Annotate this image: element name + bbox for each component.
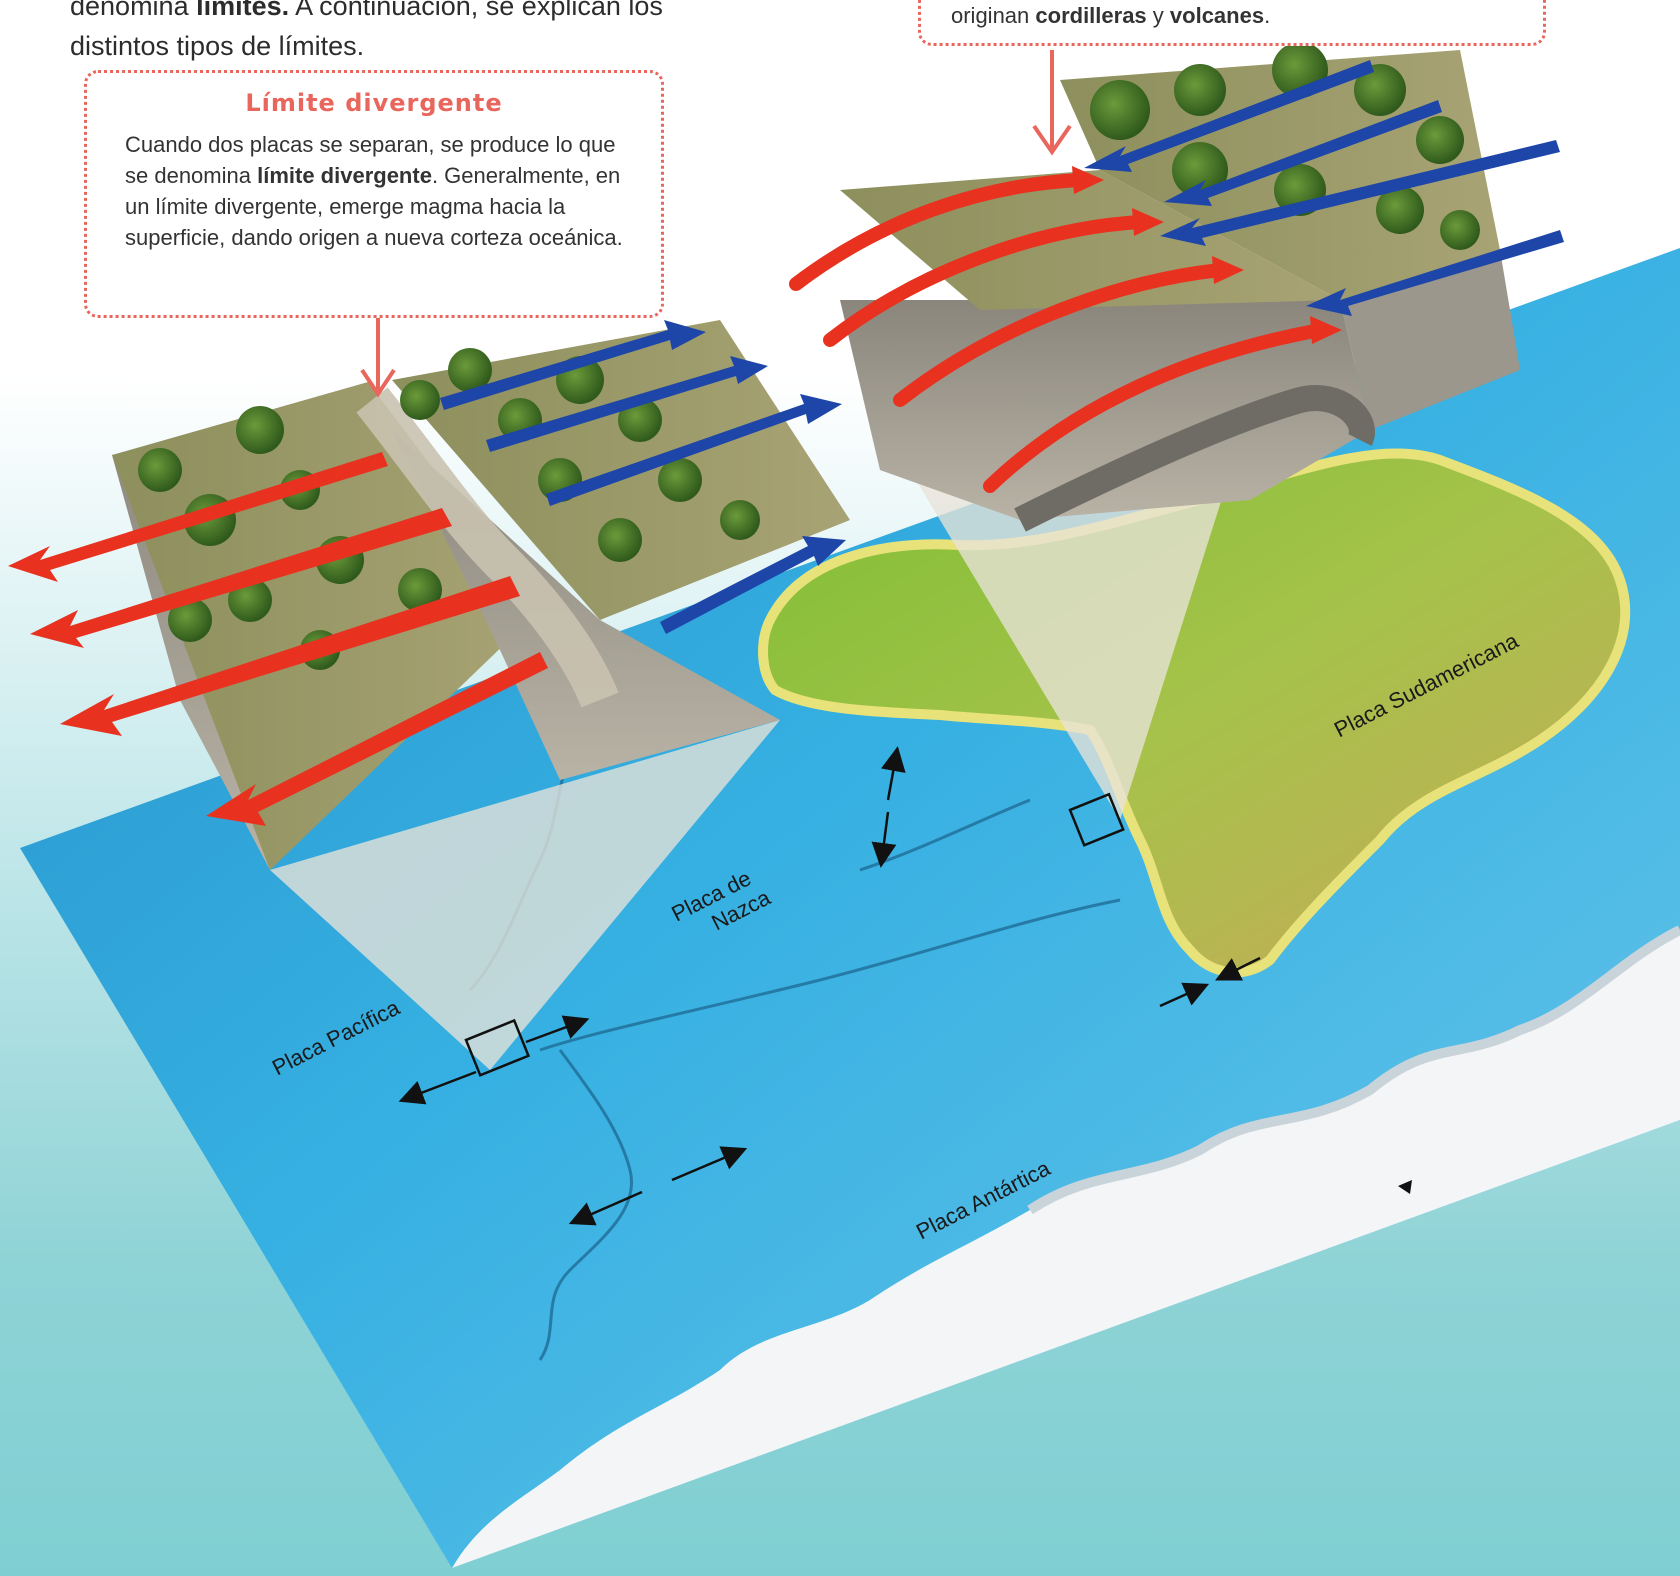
convergent-red-arrowheads [1072,166,1342,344]
arrow-pacific-west [398,1070,477,1105]
projection-divergent [270,720,780,1070]
arrow-pacific-east [525,1015,590,1044]
convergent-red-arrows [789,173,1327,493]
map-direction-arrows [398,746,1261,1226]
right-plate-side [392,430,780,780]
callout-divergent-title: Límite divergente [245,89,503,117]
map-edge-mark [1398,1180,1412,1194]
arrow-nazca-up [881,746,906,801]
div-pointer-arrow [360,316,396,398]
callout-convergent-text: originan cordilleras y volcanes. [951,3,1271,28]
arrow-antarctic-east [671,1146,748,1182]
conv-pointer-arrow [1032,50,1072,156]
callout-convergent: originan cordilleras y volcanes. [918,0,1546,46]
boundary-marker-divergent [464,1018,531,1077]
boundary-marker-convergent [1068,792,1125,847]
divergent-block [8,320,850,870]
projection-convergent [880,410,1250,820]
arrow-scotia-2 [1215,956,1261,981]
rift [356,387,619,708]
arrow-scotia-1 [1159,982,1210,1008]
antarctica-ice-shadow [1027,925,1680,1215]
subduction-curve [1014,385,1375,532]
intro-text: denomina límites. A continuación, se exp… [70,0,663,61]
divergent-red-arrows [8,452,548,826]
divergent-blue-arrows [440,320,846,634]
callout-divergent: Límite divergente Cuando dos placas se s… [84,70,664,318]
callout-divergent-text: Cuando dos placas se separan, se produce… [125,132,623,250]
convergent-block [789,42,1564,532]
convergent-blue-arrows [1084,60,1564,316]
arrow-antarctic-west [568,1190,643,1226]
arrow-nazca-down [871,811,897,868]
